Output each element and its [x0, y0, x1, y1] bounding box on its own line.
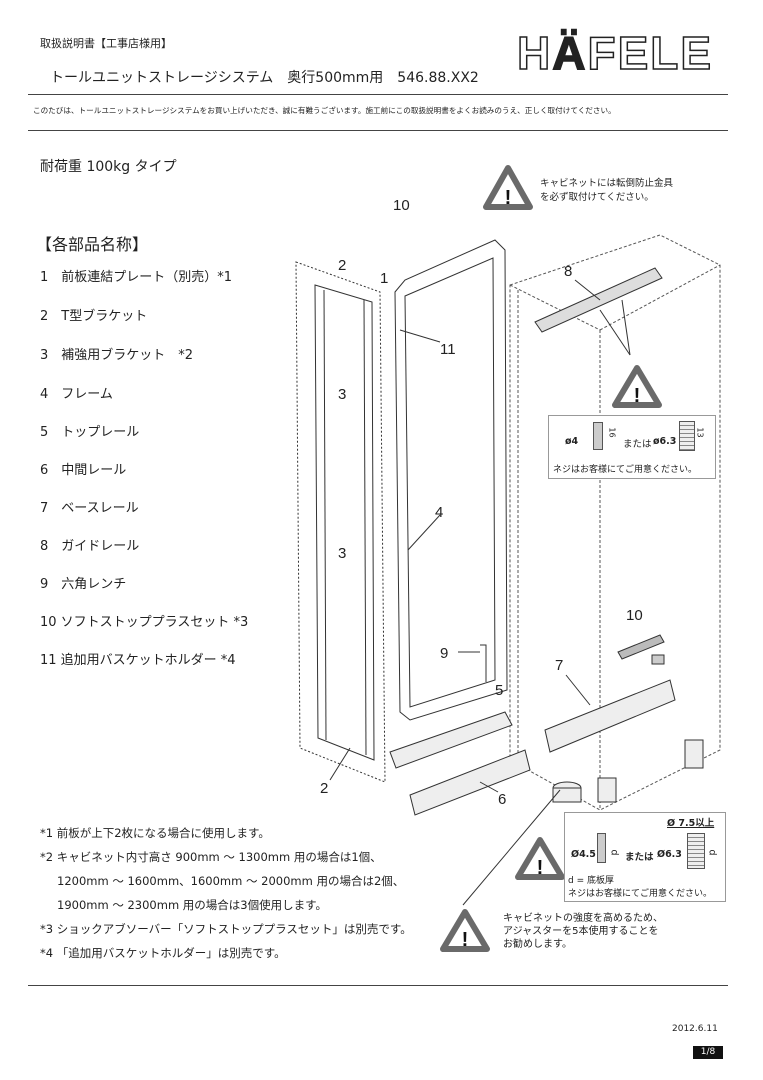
part-item: 11 追加用バスケットホルダー *4	[40, 653, 236, 668]
screw-spec-top: ø4 16 または ø6.3 13 ネジはお客様にてご用意ください。	[548, 415, 716, 479]
part-item: 1 前板連結プレート（別売）*1	[40, 270, 233, 285]
screw-icon	[593, 422, 603, 450]
callout-10: 10	[393, 197, 410, 214]
or-label: または	[625, 852, 654, 863]
intro-divider	[28, 130, 728, 131]
screw-note: ネジはお客様にてご用意ください。	[553, 465, 698, 475]
callout-11: 11	[440, 341, 456, 358]
warning-line: キャビネットには転倒防止金具	[540, 178, 674, 189]
footer-divider	[28, 985, 728, 986]
issue-date: 2012.6.11	[672, 1024, 718, 1034]
hex-wrench	[480, 644, 487, 682]
thickness-legend: d = 底板厚	[568, 876, 614, 886]
screw-note: ネジはお客様にてご用意ください。	[568, 889, 713, 899]
callout-10: 10	[626, 607, 643, 624]
screw-length: 16	[607, 427, 617, 438]
callout-1: 1	[380, 270, 388, 287]
screw-length: d	[706, 849, 718, 856]
screw-diameter: ø6.3	[653, 436, 677, 447]
callout-9: 9	[440, 645, 448, 662]
door-panel	[295, 261, 386, 783]
part-item: 6 中間レール	[40, 463, 127, 478]
part-item: 3 補強用ブラケット *2	[40, 348, 194, 363]
svg-text:!: !	[537, 857, 544, 879]
or-label: または	[623, 439, 652, 450]
svg-text:!: !	[505, 187, 512, 209]
part-item: 7 ベースレール	[40, 501, 139, 516]
load-type: 耐荷重 100kg タイプ	[40, 159, 177, 175]
min-diameter: Ø 7.5以上	[667, 818, 715, 829]
svg-text:!: !	[634, 385, 641, 407]
part-item: 8 ガイドレール	[40, 539, 140, 554]
adjuster-warning: キャビネットの強度を高めるため、 アジャスターを5本使用することを お勧めします…	[503, 912, 663, 951]
base-rail	[544, 679, 676, 753]
callout-5: 5	[495, 682, 503, 699]
warning-icon	[483, 165, 533, 210]
part-item: 2 T型ブラケット	[40, 309, 148, 324]
part-item: 9 六角レンチ	[40, 577, 127, 592]
screw-diameter: Ø6.3	[657, 849, 682, 860]
part-item: 5 トップレール	[40, 425, 140, 440]
front-connector-plate	[314, 284, 375, 761]
header-divider	[28, 94, 728, 95]
screw-diameter: ø4	[565, 436, 579, 447]
document-title: トールユニットストレージシステム 奥行500mm用 546.88.XX2	[50, 70, 479, 86]
callout-7: 7	[555, 657, 563, 674]
footnote: *3 ショックアブソーバー「ソフトストッププラスセット」は別売です。	[40, 922, 412, 936]
part-item: 10 ソフトストッププラスセット *3	[40, 615, 249, 630]
callout-3: 3	[338, 386, 346, 403]
warning-line: お勧めします。	[503, 939, 572, 950]
callout-2: 2	[338, 257, 346, 274]
warning-icon	[440, 909, 490, 952]
anti-tip-warning: キャビネットには転倒防止金具 を必ず取付けてください。	[540, 177, 673, 205]
top-rail	[389, 711, 513, 769]
callout-2: 2	[320, 780, 328, 797]
soft-stop-set	[617, 634, 665, 660]
part-item: 4 フレーム	[40, 387, 113, 402]
hafele-logo: HÄFELE	[516, 27, 714, 79]
warning-icon	[515, 837, 565, 880]
page-number: 1/8	[693, 1046, 723, 1059]
warning-line: アジャスターを5本使用することを	[503, 926, 659, 937]
intro-text: このたびは、トールユニットストレージシステムをお買い上げいただき、誠に有難うござ…	[33, 106, 616, 115]
screw-icon	[597, 833, 606, 863]
middle-rail	[409, 749, 531, 816]
parts-heading: 【各部品名称】	[36, 235, 149, 254]
footnote: 1900mm ～ 2300mm 用の場合は3個使用します。	[57, 898, 327, 912]
screw-length: 13	[695, 427, 705, 438]
callout-6: 6	[498, 791, 506, 808]
screw-length: d	[608, 849, 620, 856]
warning-line: を必ず取付けてください。	[540, 192, 654, 203]
svg-text:!: !	[462, 929, 469, 951]
callout-8: 8	[564, 263, 572, 280]
footnote: *1 前板が上下2枚になる場合に使用します。	[40, 826, 270, 840]
screw-spec-bottom: Ø 7.5以上 Ø4.5 d または Ø6.3 d d = 底板厚 ネジはお客様…	[564, 812, 726, 902]
warning-icon	[612, 365, 662, 408]
frame	[394, 239, 508, 721]
screw-diameter: Ø4.5	[571, 849, 596, 860]
insert-screw-icon	[687, 833, 705, 869]
footnote: *4 「追加用バスケットホルダー」は別売です。	[40, 946, 286, 960]
document-type: 取扱説明書【工事店様用】	[40, 37, 172, 50]
warning-line: キャビネットの強度を高めるため、	[503, 913, 663, 924]
footnote: 1200mm ～ 1600mm、1600mm ～ 2000mm 用の場合は2個、	[57, 874, 405, 888]
guide-rail	[534, 267, 663, 333]
insert-screw-icon	[679, 421, 695, 451]
callout-3: 3	[338, 545, 346, 562]
callout-4: 4	[435, 504, 443, 521]
footnote: *2 キャビネット内寸高さ 900mm ～ 1300mm 用の場合は1個、	[40, 850, 382, 864]
